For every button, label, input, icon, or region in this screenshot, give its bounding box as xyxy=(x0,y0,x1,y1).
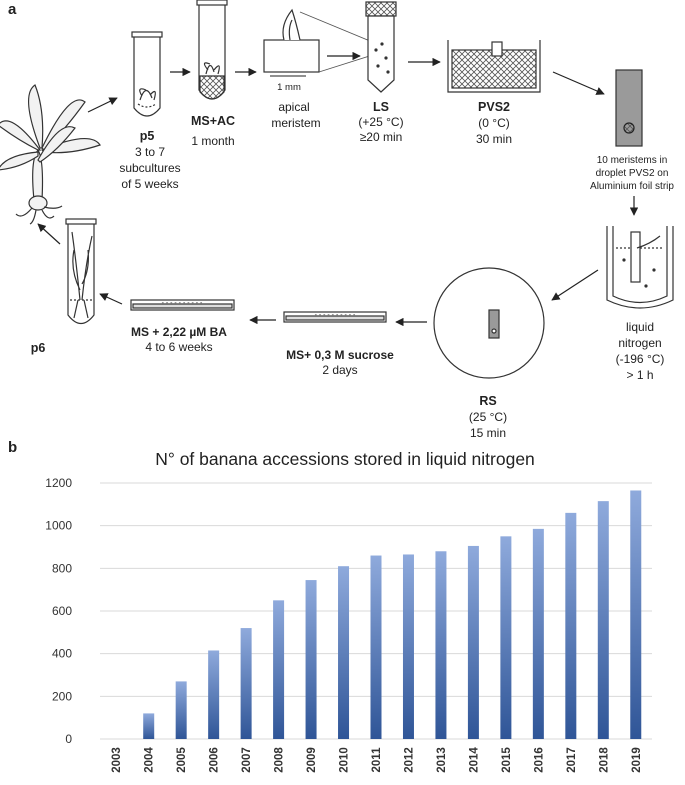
pvs2-ice-bath xyxy=(447,40,541,93)
bar-2006 xyxy=(208,650,220,739)
p5-line2: subcultures xyxy=(119,161,180,175)
foil-strip xyxy=(615,69,643,147)
p5-test-tube xyxy=(131,31,163,117)
sucrose-title: MS+ 0,3 M sucrose xyxy=(286,348,394,362)
x-tick-label: 2013 xyxy=(436,747,448,773)
x-tick-label: 2011 xyxy=(371,747,383,773)
pvs2-line2: 30 min xyxy=(476,132,512,146)
bar-2011 xyxy=(370,555,382,739)
arrow-p6-to-plant xyxy=(37,223,61,245)
pvs2-line1: (0 °C) xyxy=(478,116,509,130)
droplet-line1: 10 meristems in xyxy=(597,155,668,166)
x-tick-label: 2006 xyxy=(209,747,221,773)
ls-tube xyxy=(365,1,397,93)
droplet-line3: Aluminium foil strip xyxy=(590,181,674,192)
chart-y-axis: 0 200 400 600 800 1000 1200 xyxy=(45,476,72,746)
rs-petri-dish xyxy=(433,267,545,379)
bar-2017 xyxy=(565,512,577,739)
bar-2010 xyxy=(338,566,350,739)
meristem-line2: meristem xyxy=(271,116,320,130)
bar-2005 xyxy=(175,681,187,739)
x-tick-label: 2014 xyxy=(468,747,480,773)
meristem-line1: apical xyxy=(278,100,309,114)
ln-line2: nitrogen xyxy=(618,336,661,350)
scale-label: 1 mm xyxy=(277,82,301,93)
msac-line1: 1 month xyxy=(191,134,234,148)
x-tick-label: 2012 xyxy=(403,747,415,773)
x-tick-label: 2019 xyxy=(631,747,643,773)
y-tick-label: 800 xyxy=(52,561,72,575)
ln-line4: > 1 h xyxy=(626,368,653,382)
svg-text:- - - - - - - - - -: - - - - - - - - - - xyxy=(315,312,356,319)
bar-2013 xyxy=(435,551,447,739)
bar-2012 xyxy=(402,554,414,739)
chart-title: N° of banana accessions stored in liquid… xyxy=(155,449,535,469)
y-tick-label: 200 xyxy=(52,689,72,703)
x-tick-label: 2005 xyxy=(176,747,188,773)
y-tick-label: 1000 xyxy=(45,519,72,533)
x-tick-label: 2007 xyxy=(241,747,253,773)
x-tick-label: 2008 xyxy=(274,747,286,773)
sucrose-dish: - - - - - - - - - - xyxy=(283,311,387,323)
meristem-block xyxy=(263,8,383,73)
bar-2016 xyxy=(532,528,544,739)
bar-2018 xyxy=(597,501,609,739)
ln-line3: (-196 °C) xyxy=(616,352,665,366)
x-tick-label: 2009 xyxy=(306,747,318,773)
msac-test-tube xyxy=(196,0,228,100)
p5-line1: 3 to 7 xyxy=(135,145,165,159)
x-tick-label: 2018 xyxy=(598,747,610,773)
chart-bars xyxy=(143,490,642,739)
y-tick-label: 1200 xyxy=(45,476,72,490)
panel-a-label: a xyxy=(8,1,17,18)
rs-line1: (25 °C) xyxy=(469,410,507,424)
x-tick-label: 2017 xyxy=(566,747,578,773)
pvs2-title: PVS2 xyxy=(478,100,510,114)
ba-title: MS + 2,22 µM BA xyxy=(131,325,227,339)
bar-2007 xyxy=(240,628,252,739)
x-tick-label: 2010 xyxy=(339,747,351,773)
bar-2008 xyxy=(273,600,285,739)
x-tick-label: 2015 xyxy=(501,747,513,773)
sucrose-line1: 2 days xyxy=(322,363,357,377)
banana-plant-illustration xyxy=(0,84,101,225)
rs-line2: 15 min xyxy=(470,426,506,440)
bar-2014 xyxy=(467,545,479,739)
arrow-ln-to-rs xyxy=(551,269,599,301)
bar-2015 xyxy=(500,536,512,739)
liquid-nitrogen-dewar xyxy=(606,226,674,309)
x-tick-label: 2016 xyxy=(533,747,545,773)
panel-b-label: b xyxy=(8,439,17,456)
ba-line1: 4 to 6 weeks xyxy=(145,340,212,354)
bar-2004 xyxy=(143,713,155,739)
ls-title: LS xyxy=(373,100,389,114)
x-tick-label: 2003 xyxy=(111,747,123,773)
chart-x-axis: 2003 2004 2005 2006 2007 2008 2009 2010 2011 2012… xyxy=(111,747,643,773)
bar-2009 xyxy=(305,580,317,739)
p6-test-tube xyxy=(65,218,97,325)
ln-line1: liquid xyxy=(626,320,654,334)
y-tick-label: 400 xyxy=(52,647,72,661)
y-tick-label: 0 xyxy=(65,732,72,746)
arrow-pvs2-to-foil xyxy=(552,71,605,95)
arrow-plant-to-p5 xyxy=(87,97,118,113)
y-tick-label: 600 xyxy=(52,604,72,618)
rs-title: RS xyxy=(479,394,496,408)
x-tick-label: 2004 xyxy=(144,747,156,773)
svg-text:- - - - - - - - - -: - - - - - - - - - - xyxy=(162,300,203,307)
msac-title: MS+AC xyxy=(191,114,235,128)
bar-2019 xyxy=(630,490,642,739)
p5-line3: of 5 weeks xyxy=(121,177,178,191)
ls-line2: ≥20 min xyxy=(360,130,403,144)
droplet-line2: droplet PVS2 on xyxy=(596,168,669,179)
p6-title: p6 xyxy=(31,341,46,355)
ls-line1: (+25 °C) xyxy=(358,115,403,129)
arrow-ba-to-p6 xyxy=(99,293,123,305)
p5-title: p5 xyxy=(140,129,155,143)
ba-dish: - - - - - - - - - - xyxy=(130,299,235,311)
